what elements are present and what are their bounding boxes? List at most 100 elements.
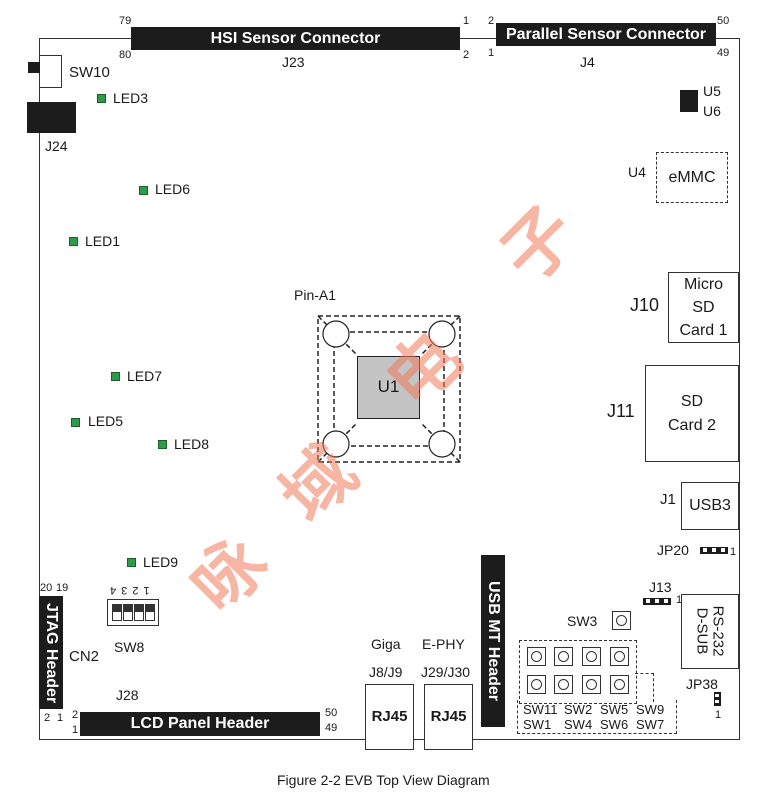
pushbutton-top-4[interactable] xyxy=(610,647,629,666)
sw8-position-numbers: 1 2 3 4 xyxy=(109,584,150,596)
hsi-pin-2: 2 xyxy=(463,49,470,61)
hsi-pin-1: 1 xyxy=(463,15,470,27)
lcd-panel-header: LCD Panel Header xyxy=(80,712,320,736)
u5-label: U5 xyxy=(703,83,721,99)
u1-label: U1 xyxy=(377,377,400,397)
jtag-header-label: JTAG Header xyxy=(43,603,60,704)
sw7-label: SW7 xyxy=(636,717,665,732)
jp38-label: JP38 xyxy=(686,676,718,692)
jp38-pin1: 1 xyxy=(715,709,722,721)
led7-marker xyxy=(111,372,120,381)
sd-card-slot: SD Card 2 xyxy=(645,365,739,462)
pushbutton-array-outline xyxy=(519,640,637,704)
u4-label: U4 xyxy=(628,164,646,180)
pushbutton-bottom-3[interactable] xyxy=(582,675,601,694)
jp38-header xyxy=(714,692,721,706)
sw10-body xyxy=(39,55,62,88)
micro-sd-line3: Card 1 xyxy=(679,322,728,340)
sw3-label: SW3 xyxy=(567,613,598,629)
pushbutton-top-2[interactable] xyxy=(554,647,573,666)
lcd-pin-1: 1 xyxy=(72,724,79,736)
cn2-label: CN2 xyxy=(69,648,100,665)
sw3-button[interactable] xyxy=(612,611,631,630)
pushbutton-top-3[interactable] xyxy=(582,647,601,666)
pushbutton-bottom-1[interactable] xyxy=(527,675,546,694)
par-pin-49: 49 xyxy=(717,47,730,59)
sw8-dip-switch[interactable] xyxy=(107,599,159,626)
jp20-header xyxy=(700,547,728,554)
rs232-line2: D-SUB xyxy=(693,607,711,655)
j13-pin1: 1 xyxy=(676,594,683,606)
pushbutton-top-1[interactable] xyxy=(527,647,546,666)
parallel-connector-label: Parallel Sensor Connector xyxy=(505,25,707,43)
j23-ref: J23 xyxy=(282,54,305,70)
ephy-label: E-PHY xyxy=(422,636,465,652)
rj45-ephy-port: RJ45 xyxy=(424,684,473,750)
j13-header xyxy=(643,598,671,605)
rj45-ephy-label: RJ45 xyxy=(430,708,467,726)
emmc-label: eMMC xyxy=(668,168,716,186)
led6-label: LED6 xyxy=(155,181,191,197)
hsi-connector-label: HSI Sensor Connector xyxy=(210,29,381,47)
jtag-pin-19: 19 xyxy=(56,582,69,594)
rs232-dsub: RS-232 D-SUB xyxy=(681,594,739,669)
led6-marker xyxy=(139,186,148,195)
sd-card-line2: Card 2 xyxy=(667,416,717,434)
par-pin-2: 2 xyxy=(488,15,495,27)
emmc-outline: eMMC xyxy=(656,152,728,203)
lcd-pin-2: 2 xyxy=(72,709,79,721)
par-pin-1: 1 xyxy=(488,47,495,59)
usb-mt-header-label: USB MT Header xyxy=(485,580,502,702)
j24-connector xyxy=(27,102,76,133)
jtag-header xyxy=(39,596,63,709)
sw6-label: SW6 xyxy=(600,717,629,732)
rs232-line1: RS-232 xyxy=(710,605,727,657)
lcd-pin-49: 49 xyxy=(325,722,338,734)
lcd-pin-50: 50 xyxy=(325,707,338,719)
figure-caption: Figure 2-2 EVB Top View Diagram xyxy=(277,772,490,788)
rj45-giga-label: RJ45 xyxy=(371,708,408,726)
sw11-label: SW11 xyxy=(523,702,558,717)
pushbutton-array-extension xyxy=(635,673,654,702)
giga-label: Giga xyxy=(371,636,401,652)
u1-soc: U1 xyxy=(357,356,420,419)
sw4-label: SW4 xyxy=(564,717,593,732)
usb3-port: USB3 xyxy=(681,482,739,530)
sd-card-line1: SD xyxy=(680,393,704,411)
pushbutton-bottom-4[interactable] xyxy=(610,675,629,694)
j1-label: J1 xyxy=(660,491,676,508)
u1-soc-footprint xyxy=(317,315,461,463)
j24-label: J24 xyxy=(45,138,68,154)
sw8-label: SW8 xyxy=(114,639,145,655)
u6-label: U6 xyxy=(703,103,721,119)
led9-label: LED9 xyxy=(143,554,179,570)
j4-ref: J4 xyxy=(580,54,595,70)
sw10-label: SW10 xyxy=(69,64,110,81)
pushbutton-label-outline xyxy=(517,700,677,734)
led5-label: LED5 xyxy=(88,413,124,429)
j29j30-label: J29/J30 xyxy=(421,664,471,680)
lcd-panel-header-label: LCD Panel Header xyxy=(130,715,270,732)
led1-marker xyxy=(69,237,78,246)
hsi-pin-80: 80 xyxy=(119,49,132,61)
micro-sd-line1: Micro xyxy=(683,275,724,293)
led3-label: LED3 xyxy=(113,90,149,106)
usb-mt-header xyxy=(481,555,505,727)
parallel-sensor-connector: Parallel Sensor Connector xyxy=(496,23,716,46)
jtag-pin-2: 2 xyxy=(44,712,51,724)
led1-label: LED1 xyxy=(85,233,121,249)
led9-marker xyxy=(127,558,136,567)
u5-u6-chip xyxy=(680,90,698,112)
led3-marker xyxy=(97,94,106,103)
led5-marker xyxy=(71,418,80,427)
par-pin-50: 50 xyxy=(717,15,730,27)
sw10-actuator xyxy=(28,62,40,73)
micro-sd-line2: SD xyxy=(692,298,715,316)
j10-label: J10 xyxy=(630,295,660,315)
pin-a1-label: Pin-A1 xyxy=(294,287,337,303)
led8-marker xyxy=(158,440,167,449)
pushbutton-bottom-2[interactable] xyxy=(554,675,573,694)
sw9-label: SW9 xyxy=(636,702,665,717)
j28-label: J28 xyxy=(116,687,139,703)
led8-label: LED8 xyxy=(174,436,210,452)
